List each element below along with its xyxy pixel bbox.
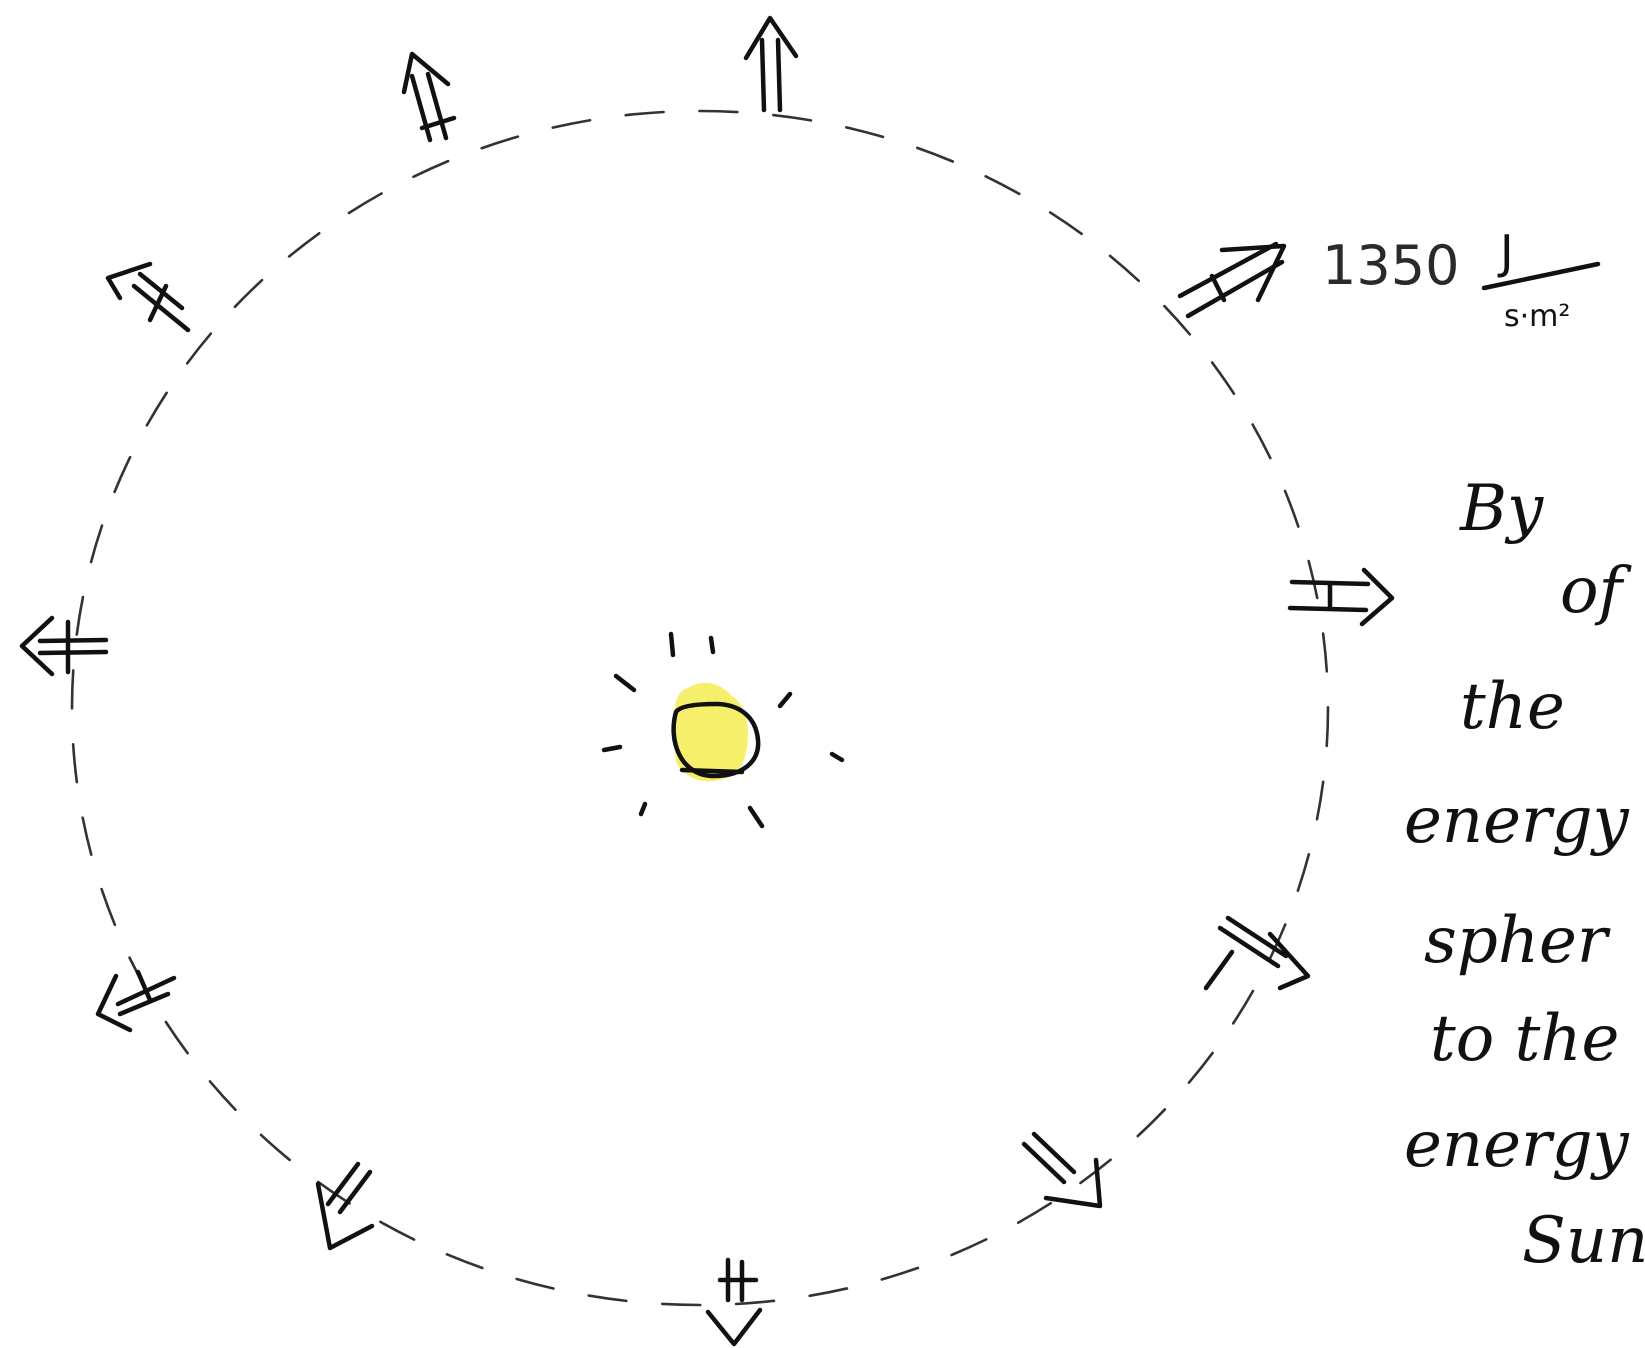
sun: [601, 631, 845, 829]
ray-tick-icon: [638, 801, 648, 817]
outward-double-arrow-icon: [105, 261, 191, 333]
flux-unit-denominator: s·m²: [1504, 299, 1570, 334]
dashed-sphere: [70, 109, 1330, 1307]
outward-double-arrow-icon: [1287, 567, 1395, 627]
flux-value: 1350: [1322, 234, 1459, 297]
outward-double-arrow-icon: [19, 615, 109, 677]
outward-double-arrow-icon: [315, 1161, 375, 1251]
ray-tick-icon: [829, 751, 845, 763]
note-line: energy: [1404, 784, 1630, 858]
ray-tick-icon: [601, 744, 623, 753]
outward-double-arrow-icon: [705, 1257, 763, 1347]
ray-tick-icon: [668, 631, 676, 658]
outward-double-arrow-icon: [1021, 1131, 1103, 1209]
sun-rays: [601, 631, 845, 829]
outward-double-arrow-icon: [1203, 915, 1311, 991]
note-line: of: [1560, 554, 1633, 628]
outward-double-arrow-icon: [95, 969, 177, 1033]
ray-tick-icon: [747, 805, 765, 829]
note-line: Sun: [1522, 1204, 1645, 1278]
note-line: By: [1459, 472, 1544, 546]
note-line: the: [1460, 670, 1565, 744]
ray-tick-icon: [777, 691, 793, 709]
ray-tick-icon: [708, 635, 716, 655]
note-line: energy: [1404, 1108, 1630, 1182]
note-line: spher: [1424, 904, 1611, 978]
outward-double-arrow-icon: [401, 51, 457, 143]
flux-label: 1350 J s·m²: [1322, 225, 1601, 334]
outward-double-arrow-icon: [743, 15, 799, 113]
flux-unit-numerator: J: [1497, 225, 1514, 279]
ray-tick-icon: [613, 673, 637, 693]
arrows: [19, 15, 1395, 1347]
fraction-bar: [1481, 261, 1601, 291]
sun-outline-base: [679, 767, 745, 775]
handwritten-note: By of the energy spher to the energy Sun: [1404, 472, 1645, 1278]
outward-double-arrow-icon: [1177, 241, 1287, 319]
sun-outline: [671, 701, 761, 779]
note-line: to the: [1430, 1002, 1619, 1076]
